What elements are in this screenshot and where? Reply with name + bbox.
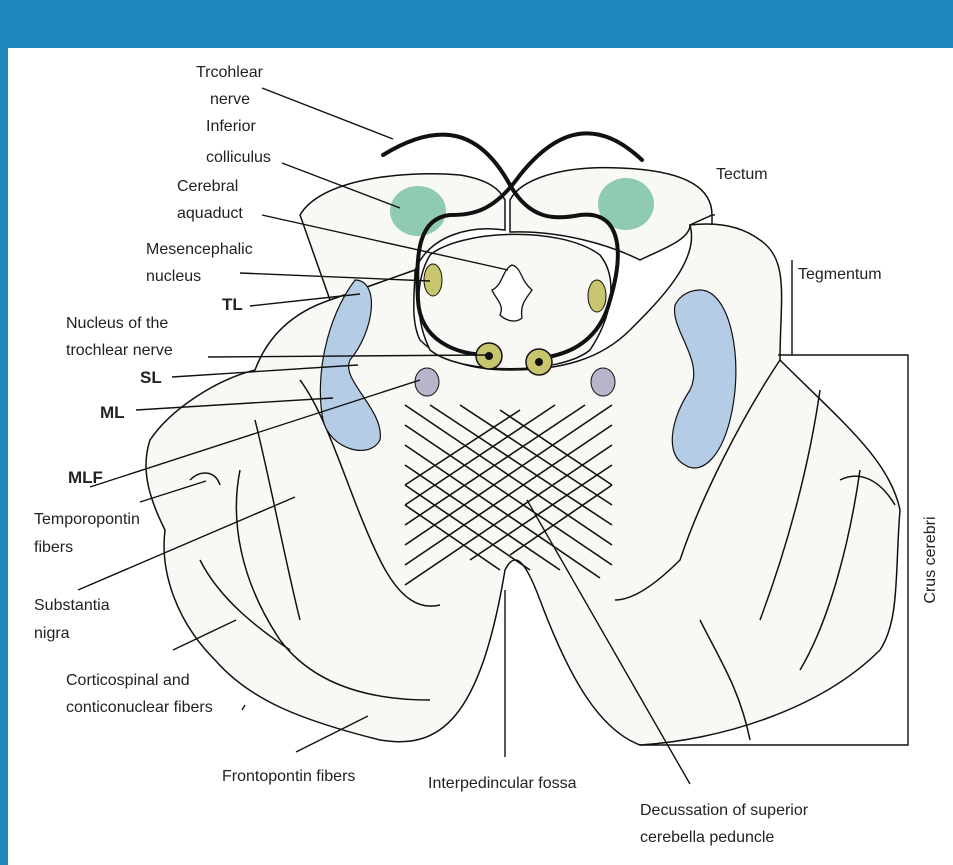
label-trochlear-nerve-1: Trcohlear [196,64,264,81]
trochlear-nucleus-left-core [485,352,493,360]
label-inferior-colliculus-1: Inferior [206,118,256,135]
mlf-right [591,368,615,396]
label-trochlear-nerve-2: nerve [210,91,250,108]
label-inferior-colliculus-2: colliculus [206,149,271,166]
label-ml: ML [100,403,125,422]
label-mesencephalic-nucleus-1: Mesencephalic [146,241,253,258]
label-cerebral-aqueduct-2: aquaduct [177,205,243,222]
label-decussation-2: cerebella peduncle [640,829,774,846]
label-temporopontin-1: Temporopontin [34,511,140,528]
inferior-colliculus-left [390,186,446,236]
label-mlf: MLF [68,468,103,487]
label-decussation-1: Decussation of superior [640,802,809,819]
mesencephalic-nucleus-left [424,264,442,296]
label-sl: SL [140,368,162,387]
label-tl: TL [222,295,243,314]
label-cerebral-aqueduct-1: Cerebral [177,178,238,195]
label-corticospinal-2: conticonuclear fibers [66,699,213,716]
trochlear-nucleus-right-core [535,358,543,366]
label-nucleus-trochlear-2: trochlear nerve [66,342,173,359]
label-nucleus-trochlear-1: Nucleus of the [66,315,168,332]
label-substantia-nigra-2: nigra [34,625,70,642]
label-corticospinal-1: Corticospinal and [66,672,190,689]
label-tegmentum: Tegmentum [798,266,882,283]
label-crus-cerebri: Crus cerebri [922,516,939,603]
label-interpeduncular: Interpedincular fossa [428,775,577,792]
mlf-left [415,368,439,396]
label-temporopontin-2: fibers [34,539,73,556]
label-substantia-nigra-1: Substantia [34,597,110,614]
mesencephalic-nucleus-right [588,280,606,312]
label-frontopontin: Frontopontin fibers [222,768,355,785]
label-tectum: Tectum [716,166,768,183]
label-mesencephalic-nucleus-2: nucleus [146,268,201,285]
